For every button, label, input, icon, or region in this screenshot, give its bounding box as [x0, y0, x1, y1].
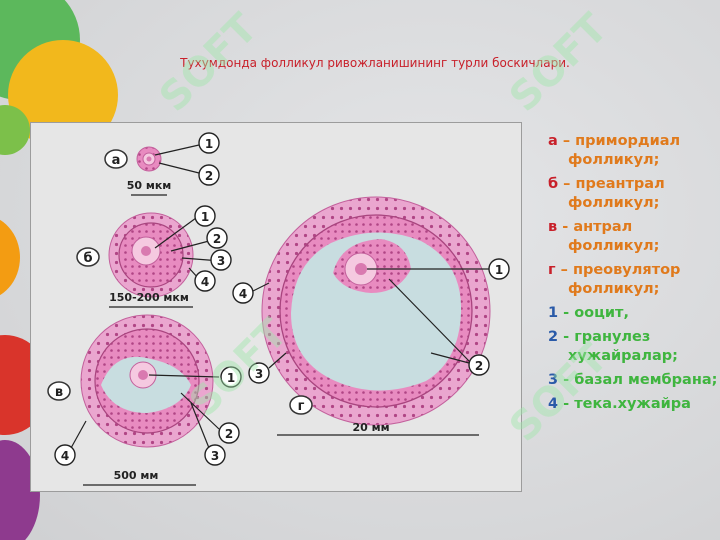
marker-b-4: 4: [194, 270, 216, 292]
stage-label-b: б: [76, 247, 100, 267]
legend-separator: -: [558, 396, 575, 412]
marker-b-1: 1: [194, 205, 216, 227]
svg-text:4: 4: [201, 275, 209, 289]
svg-text:1: 1: [227, 371, 235, 385]
svg-text:2: 2: [213, 232, 221, 246]
follicle-figure: а 1 2 50 мкм б: [30, 122, 522, 492]
follicle-diagram: а 1 2 50 мкм б: [47, 132, 510, 486]
svg-text:4: 4: [239, 287, 247, 301]
legend-item: 1 - ооцит,: [548, 304, 718, 323]
marker-c-2: 2: [218, 422, 240, 444]
stage-label-a: а: [104, 149, 128, 169]
scale-c: 500 мм: [114, 469, 159, 482]
legend-key: 1: [548, 305, 559, 321]
stage-letter-a: а: [112, 153, 121, 168]
legend-separator: –: [555, 262, 573, 278]
follicle-preovulatory: [261, 196, 491, 426]
svg-text:3: 3: [217, 254, 225, 268]
marker-c-4: 4: [54, 444, 76, 466]
legend-item: б – преантрал фолликул;: [548, 175, 718, 213]
legend-item: 2 - гранулез хужайралар;: [548, 328, 718, 366]
legend-item: в - антрал фолликул;: [548, 218, 718, 256]
legend: а – примордиал фолликул; б – преантрал фо…: [548, 132, 718, 419]
svg-text:3: 3: [211, 449, 219, 463]
legend-item: 4 - тека.хужайра: [548, 395, 718, 414]
svg-text:2: 2: [225, 427, 233, 441]
marker-d-3: 3: [248, 362, 270, 384]
scale-a: 50 мкм: [127, 179, 172, 192]
legend-text: тека.хужайра: [574, 396, 691, 412]
svg-text:1: 1: [201, 210, 209, 224]
legend-text: преантрал фолликул;: [568, 176, 665, 211]
slide-title: Тухумдонда фолликул ривожланишининг турл…: [180, 56, 570, 70]
marker-d-2: 2: [468, 354, 490, 376]
legend-key: 4: [548, 396, 559, 412]
scale-d: 20 мм: [352, 421, 389, 434]
legend-key: 3: [548, 372, 559, 388]
legend-separator: –: [557, 133, 576, 149]
svg-text:1: 1: [205, 137, 213, 151]
legend-key: а: [548, 133, 558, 149]
scale-b: 150-200 мкм: [109, 291, 189, 304]
legend-separator: -: [558, 329, 575, 345]
marker-b-3: 3: [210, 249, 232, 271]
legend-item: 3 - базал мембрана;: [548, 371, 718, 390]
svg-text:б: б: [83, 251, 92, 266]
follicle-preantral: [108, 212, 194, 298]
legend-item: а – примордиал фолликул;: [548, 132, 718, 170]
marker-c-3: 3: [204, 444, 226, 466]
legend-text: антрал фолликул;: [568, 219, 660, 254]
marker-a-1: 1: [198, 132, 220, 154]
svg-text:2: 2: [475, 359, 483, 373]
follicle-primordial: [136, 146, 162, 172]
legend-key: г: [548, 262, 556, 278]
legend-item: г – преовулятор фолликул;: [548, 261, 718, 299]
svg-text:в: в: [55, 385, 63, 400]
legend-separator: -: [558, 372, 575, 388]
legend-separator: -: [557, 219, 574, 235]
legend-key: в: [548, 219, 558, 235]
legend-text: ооцит,: [574, 305, 629, 321]
marker-a-2: 2: [198, 164, 220, 186]
legend-separator: –: [558, 176, 576, 192]
marker-d-1: 1: [488, 258, 510, 280]
legend-text: примордиал фолликул;: [568, 133, 681, 168]
svg-text:1: 1: [495, 263, 503, 277]
stage-label-c: в: [47, 381, 71, 401]
stage-label-d: г: [289, 395, 313, 415]
svg-text:2: 2: [205, 169, 213, 183]
legend-key: 2: [548, 329, 559, 345]
legend-text: гранулез хужайралар;: [568, 329, 678, 364]
legend-text: базал мембрана;: [574, 372, 718, 388]
svg-text:3: 3: [255, 367, 263, 381]
follicle-antral: [80, 314, 214, 448]
legend-key: б: [548, 176, 559, 192]
marker-c-1: 1: [220, 366, 242, 388]
svg-text:г: г: [298, 399, 305, 414]
legend-separator: -: [558, 305, 575, 321]
legend-text: преовулятор фолликул;: [568, 262, 681, 297]
marker-b-2: 2: [206, 227, 228, 249]
svg-text:4: 4: [61, 449, 69, 463]
marker-d-4: 4: [232, 282, 254, 304]
